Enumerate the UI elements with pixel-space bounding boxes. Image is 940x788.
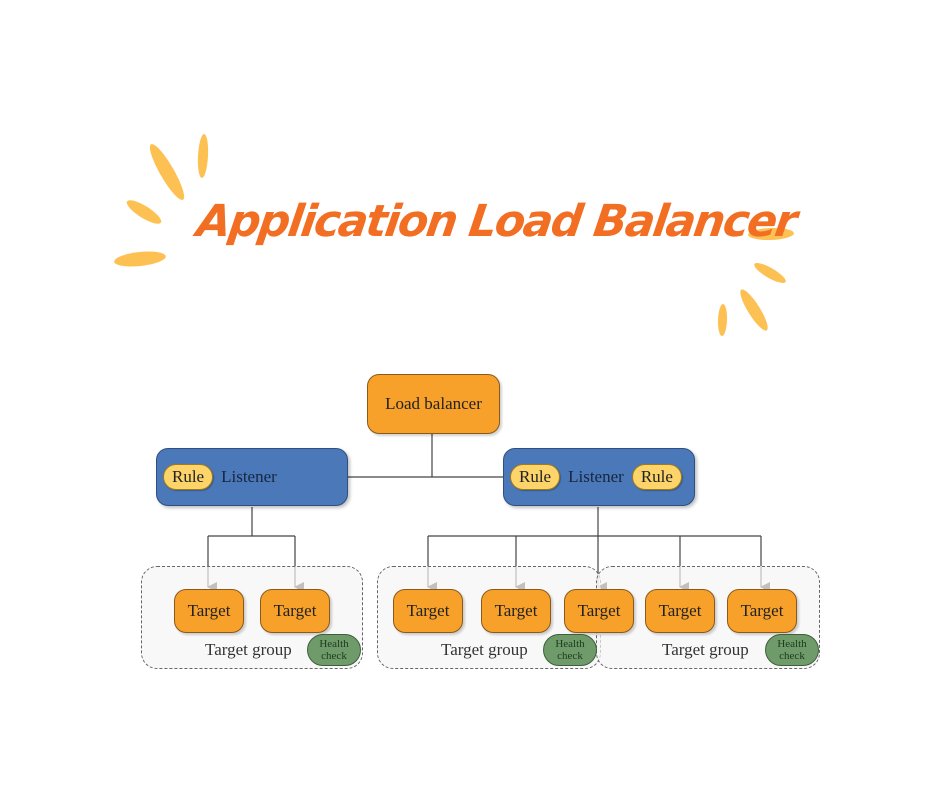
- target-node: Target: [564, 589, 634, 633]
- health-check-badge: Health check: [543, 634, 597, 666]
- load-balancer-node: Load balancer: [367, 374, 500, 434]
- listener-node: Rule Listener: [156, 448, 348, 506]
- target-group-label: Target group: [205, 640, 292, 659]
- target-group-label: Target group: [441, 640, 528, 659]
- listener-label: Listener: [221, 467, 277, 486]
- health-check-badge: Health check: [307, 634, 361, 666]
- target-node: Target: [645, 589, 715, 633]
- rule-badge: Rule: [510, 464, 561, 490]
- rule-badge: Rule: [163, 464, 214, 490]
- target-node: Target: [260, 589, 330, 633]
- listener-node: Rule Listener Rule: [503, 448, 695, 506]
- target-node: Target: [481, 589, 551, 633]
- connector-listener1: [208, 507, 295, 537]
- health-check-badge: Health check: [765, 634, 819, 666]
- target-node: Target: [393, 589, 463, 633]
- listener-label: Listener: [568, 467, 624, 486]
- rule-badge: Rule: [631, 464, 682, 490]
- target-node: Target: [727, 589, 797, 633]
- target-group-label: Target group: [662, 640, 749, 659]
- target-node: Target: [174, 589, 244, 633]
